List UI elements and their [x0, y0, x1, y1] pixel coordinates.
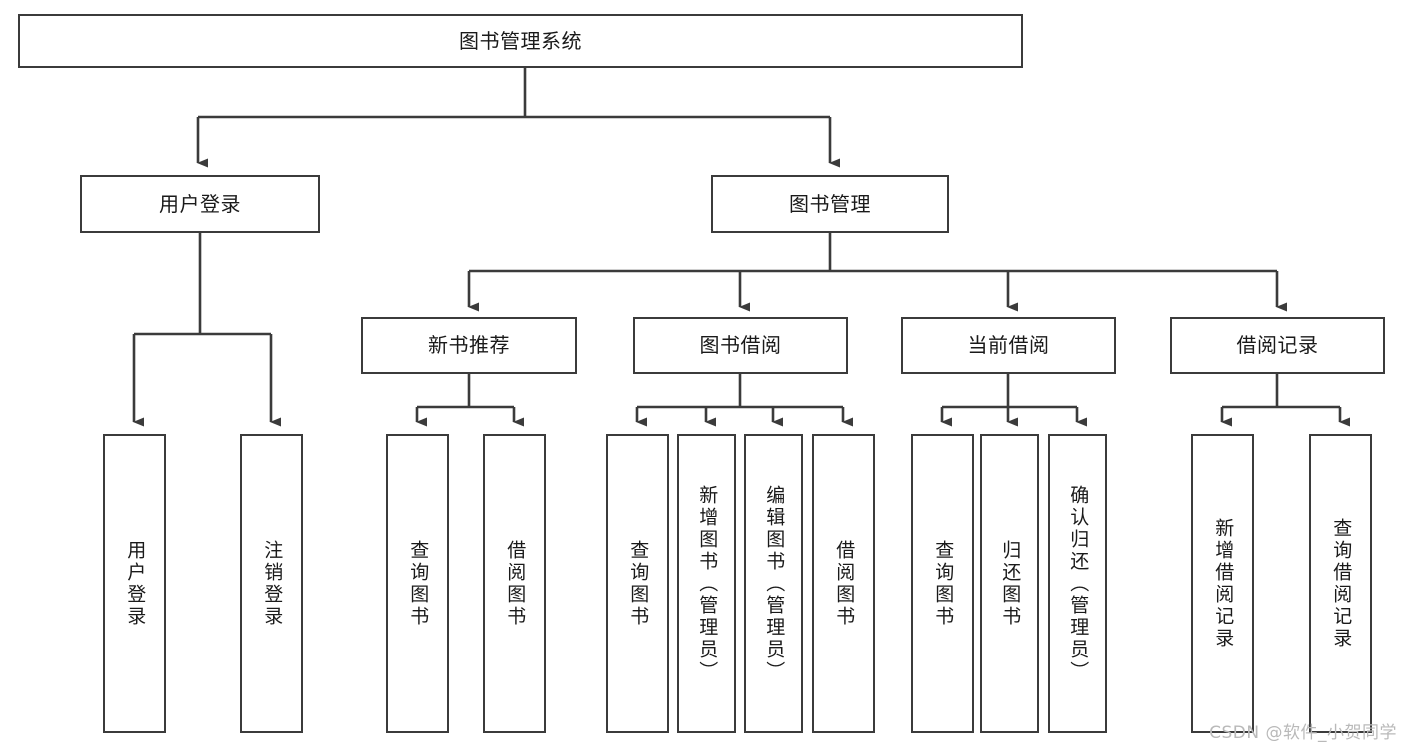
node-current-borrow[interactable]: 当前借阅 [901, 317, 1116, 374]
node-book-management[interactable]: 图书管理 [711, 175, 949, 233]
node-book-borrow[interactable]: 图书借阅 [633, 317, 848, 374]
node-label: 归还图书 [999, 539, 1022, 628]
node-label: 查询图书 [932, 539, 955, 628]
node-leaf-user-login[interactable]: 用户登录 [103, 434, 166, 733]
node-label: 新书推荐 [428, 333, 510, 357]
node-label: 借阅图书 [504, 539, 527, 628]
node-label: 图书管理系统 [459, 28, 582, 53]
node-new-book-recommend[interactable]: 新书推荐 [361, 317, 577, 374]
node-label: 用户登录 [159, 191, 241, 216]
node-label: 查询借阅记录 [1330, 517, 1353, 650]
node-label: 图书管理 [789, 191, 871, 216]
node-label: 借阅记录 [1236, 333, 1319, 357]
node-label: 查询图书 [627, 539, 650, 628]
node-label: 图书借阅 [699, 333, 782, 357]
node-leaf-return-book[interactable]: 归还图书 [980, 434, 1039, 733]
watermark-text: CSDN @软件_小贺同学 [1209, 723, 1397, 743]
node-user-login[interactable]: 用户登录 [80, 175, 320, 233]
node-leaf-query-book-borrow[interactable]: 查询图书 [606, 434, 669, 733]
node-label: 借阅图书 [833, 539, 856, 628]
node-leaf-query-book-recommend[interactable]: 查询图书 [386, 434, 449, 733]
node-label: 用户登录 [124, 539, 147, 628]
node-leaf-query-borrow-record[interactable]: 查询借阅记录 [1309, 434, 1372, 733]
node-leaf-confirm-return-admin[interactable]: 确认归还（管理员） [1048, 434, 1107, 733]
node-borrow-record[interactable]: 借阅记录 [1170, 317, 1385, 374]
node-label: 新增借阅记录 [1212, 517, 1235, 650]
node-label: 注销登录 [261, 539, 284, 628]
node-root-system[interactable]: 图书管理系统 [18, 14, 1023, 68]
node-label: 当前借阅 [967, 333, 1050, 357]
node-leaf-add-book-admin[interactable]: 新增图书（管理员） [677, 434, 736, 733]
node-label: 查询图书 [407, 539, 430, 628]
node-leaf-borrow-book[interactable]: 借阅图书 [812, 434, 875, 733]
node-label: 编辑图书（管理员） [763, 484, 786, 683]
node-leaf-query-book-current[interactable]: 查询图书 [911, 434, 974, 733]
node-leaf-edit-book-admin[interactable]: 编辑图书（管理员） [744, 434, 803, 733]
node-label: 确认归还（管理员） [1067, 484, 1090, 683]
node-leaf-user-logout[interactable]: 注销登录 [240, 434, 303, 733]
node-label: 新增图书（管理员） [696, 484, 719, 683]
node-leaf-borrow-book-recommend[interactable]: 借阅图书 [483, 434, 546, 733]
node-leaf-add-borrow-record[interactable]: 新增借阅记录 [1191, 434, 1254, 733]
